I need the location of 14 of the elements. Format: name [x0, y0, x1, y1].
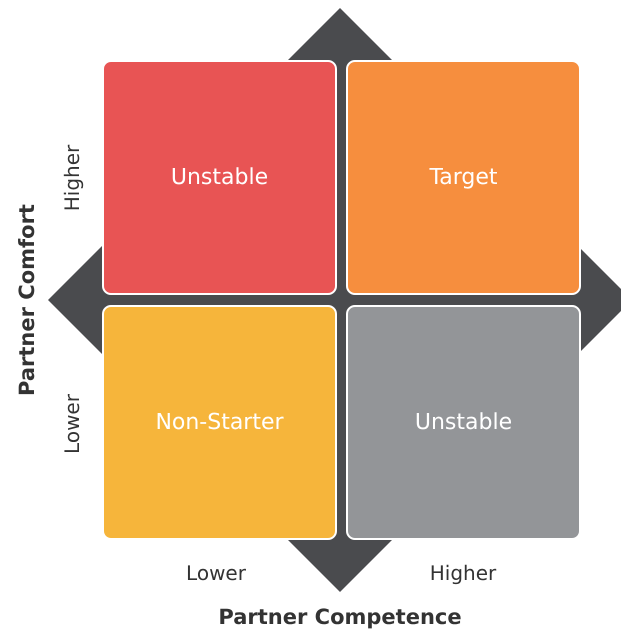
quadrant-label: Non-Starter [155, 410, 284, 435]
axis-tick-label: Higher [430, 561, 496, 585]
target-quadrant [346, 60, 581, 295]
axis-tick-label: Lower [186, 561, 246, 585]
quadrant-label: Target [429, 165, 498, 190]
axis-title: Partner Competence [218, 605, 462, 629]
quadrant-label: Unstable [170, 165, 268, 190]
warning-quadrant [102, 60, 337, 295]
warning-quadrant [346, 305, 581, 540]
axis-tick-label: Lower [60, 394, 84, 454]
axis-title: Partner Comfort [15, 204, 39, 396]
quadrant-label: Unstable [414, 410, 512, 435]
axis-tick-label: Higher [60, 144, 84, 212]
low-quadrant [102, 305, 337, 540]
